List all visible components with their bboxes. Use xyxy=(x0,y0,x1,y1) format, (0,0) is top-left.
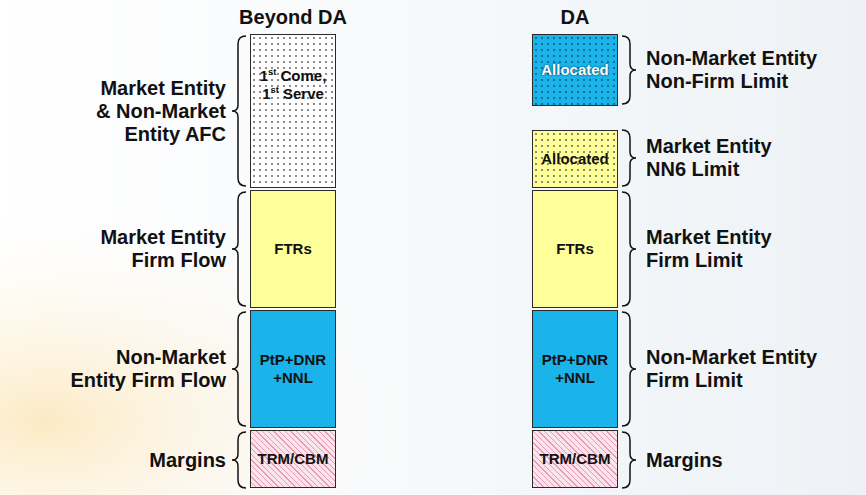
band-label: Allocated xyxy=(537,150,613,168)
capacity-band: TRM/CBM xyxy=(532,430,618,488)
band-label: PtP+DNR +NNL xyxy=(533,351,617,387)
text-run: Non-Market Entity Firm Flow xyxy=(70,346,226,391)
text-run: Market Entity Firm Flow xyxy=(100,226,226,271)
curly-brace xyxy=(232,432,246,488)
bracket-label: Non-Market Entity Non-Firm Limit xyxy=(646,47,831,93)
text-run: Beyond DA xyxy=(239,6,347,28)
capacity-band: 1st Come, 1st Serve xyxy=(250,34,336,188)
text-run: Market Entity & Non-Market Entity AFC xyxy=(96,77,226,145)
bracket-label: Market Entity Firm Limit xyxy=(646,226,786,272)
text-run: FTRs xyxy=(274,240,312,257)
band-label: FTRs xyxy=(270,240,316,258)
curly-brace xyxy=(622,192,636,306)
ordinal-suffix: st xyxy=(271,85,279,95)
band-label: PtP+DNR +NNL xyxy=(251,351,335,387)
bracket-label: Market Entity Firm Flow xyxy=(86,226,226,272)
curly-brace xyxy=(622,130,636,186)
text-run: PtP+DNR +NNL xyxy=(260,351,326,386)
text-run: FTRs xyxy=(556,240,594,257)
bracket-label: Market Entity NN6 Limit xyxy=(646,135,786,181)
curly-brace xyxy=(622,312,636,426)
curly-brace xyxy=(622,432,636,488)
curly-brace xyxy=(622,36,636,104)
text-run: Allocated xyxy=(541,150,609,167)
band-label: TRM/CBM xyxy=(254,450,333,468)
band-label: Allocated xyxy=(537,61,613,79)
bracket-label: Margins xyxy=(646,449,786,472)
text-run: Market Entity NN6 Limit xyxy=(646,135,772,180)
text-run: TRM/CBM xyxy=(258,450,329,467)
band-label: FTRs xyxy=(552,240,598,258)
capacity-band: PtP+DNR +NNL xyxy=(532,310,618,428)
capacity-band: FTRs xyxy=(532,190,618,308)
text-run: Serve xyxy=(279,85,324,102)
capacity-band: TRM/CBM xyxy=(250,430,336,488)
curly-brace xyxy=(232,192,246,306)
capacity-band: PtP+DNR +NNL xyxy=(250,310,336,428)
bracket-label: Non-Market Entity Firm Flow xyxy=(61,346,226,392)
bracket-label: Market Entity & Non-Market Entity AFC xyxy=(86,77,226,146)
text-run: Market Entity Firm Limit xyxy=(646,226,772,271)
text-run: Non-Market Entity Firm Limit xyxy=(646,346,817,391)
capacity-band: FTRs xyxy=(250,190,336,308)
band-label: 1st Come, 1st Serve xyxy=(251,67,335,103)
capacity-band: Allocated xyxy=(532,34,618,106)
text-run: Margins xyxy=(646,449,723,471)
column-header: DA xyxy=(561,6,590,29)
ordinal-suffix: st xyxy=(268,67,276,77)
column-header: Beyond DA xyxy=(239,6,347,29)
band-label: TRM/CBM xyxy=(536,450,615,468)
text-run: TRM/CBM xyxy=(540,450,611,467)
text-run: Allocated xyxy=(541,61,609,78)
text-run: 1 xyxy=(260,67,268,84)
text-run: DA xyxy=(561,6,590,28)
curly-brace xyxy=(232,312,246,426)
bracket-label: Margins xyxy=(86,449,226,472)
curly-brace xyxy=(232,36,246,186)
text-run: Non-Market Entity Non-Firm Limit xyxy=(646,47,817,92)
capacity-band: Allocated xyxy=(532,130,618,188)
bracket-label: Non-Market Entity Firm Limit xyxy=(646,346,831,392)
text-run: Margins xyxy=(149,449,226,471)
text-run: PtP+DNR +NNL xyxy=(542,351,608,386)
